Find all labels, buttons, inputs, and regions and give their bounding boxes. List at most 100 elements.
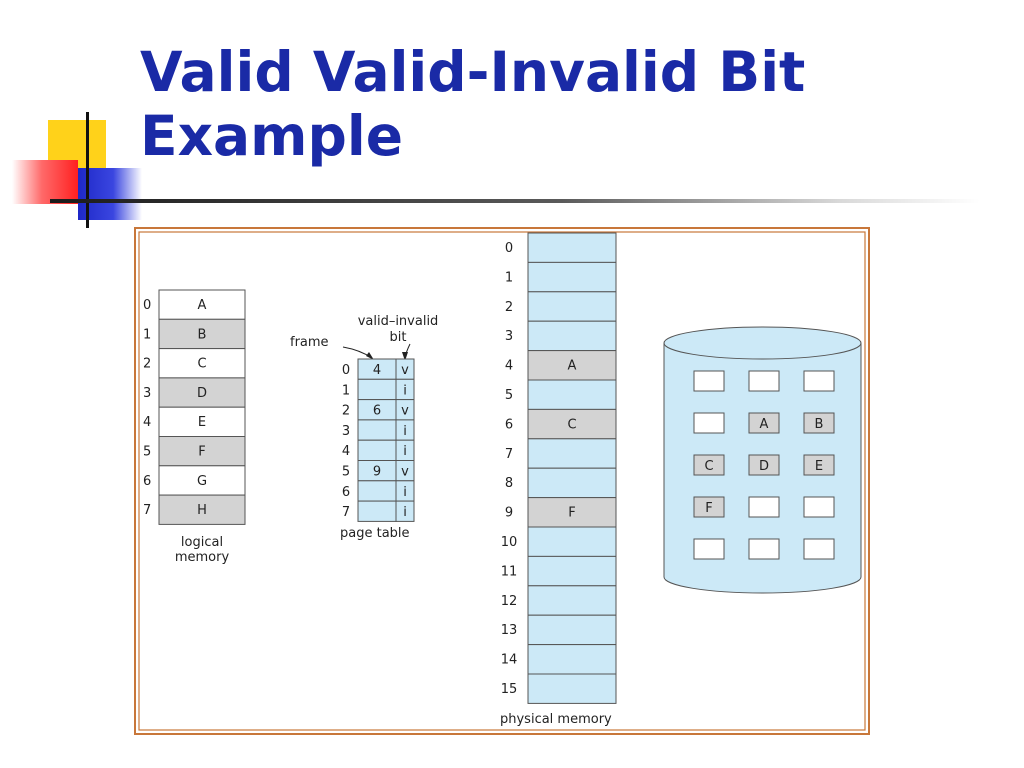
disk-page-cell <box>693 454 725 476</box>
physical-memory-label: C <box>567 417 576 432</box>
disk-page-cell <box>748 370 780 392</box>
page-table-frame: 4 <box>373 363 381 378</box>
disk-page-label: A <box>760 417 769 432</box>
physical-memory-cell <box>527 350 617 381</box>
physical-memory-cell <box>527 614 617 646</box>
disk-page-cell <box>803 496 835 518</box>
logical-memory-label-line1: logical <box>181 535 223 550</box>
logical-memory-cell <box>158 494 246 525</box>
logical-memory-cell <box>158 318 246 350</box>
disk-page-cell <box>803 454 835 476</box>
physical-memory-cell <box>527 379 617 410</box>
page-table-index: 2 <box>342 404 350 419</box>
disk-page-label: F <box>705 501 712 516</box>
physical-memory-cell <box>527 320 617 352</box>
decor-vertical-line <box>86 112 89 228</box>
disk-page-cell <box>748 538 780 560</box>
disk-top <box>663 326 862 360</box>
physical-memory-index: 10 <box>501 535 518 550</box>
figure-frame-inner <box>138 231 866 731</box>
disk-page-label: D <box>759 459 769 474</box>
physical-memory-index: 6 <box>505 417 513 432</box>
page-table-frame-cell <box>357 480 397 502</box>
physical-memory-index: 2 <box>505 300 513 315</box>
physical-memory-index: 7 <box>505 447 513 462</box>
disk-page-cell <box>748 496 780 518</box>
physical-memory-index: 1 <box>505 270 513 285</box>
disk-page-cell <box>693 538 725 560</box>
page-table-index: 0 <box>342 363 350 378</box>
disk-page-cell <box>748 454 780 476</box>
physical-memory-index: 15 <box>501 682 518 697</box>
logical-memory-label-line2: memory <box>175 550 230 565</box>
page-table-index: 7 <box>342 505 350 520</box>
page-table-bit: v <box>401 363 409 378</box>
physical-memory-index: 8 <box>505 476 513 491</box>
page-table-bit: i <box>403 485 407 500</box>
disk-page-cell <box>693 412 725 434</box>
disk-page-cell <box>693 496 725 518</box>
logical-memory-label: H <box>197 503 207 518</box>
disk-page-label: B <box>815 417 824 432</box>
page-table-index: 6 <box>342 485 350 500</box>
page-title: Valid Valid-Invalid Bit Example <box>140 40 805 168</box>
page-table-bit: v <box>401 465 409 480</box>
physical-memory-label: A <box>568 359 577 374</box>
page-table-caption: page table <box>340 526 410 541</box>
logical-memory-label: A <box>198 298 207 313</box>
logical-memory-cell <box>158 289 246 320</box>
figure-frame-outer <box>134 227 870 735</box>
decor-red-square <box>12 160 78 204</box>
logical-memory-label: C <box>197 357 206 372</box>
physical-memory-index: 14 <box>501 653 518 668</box>
physical-memory-cell <box>527 467 617 499</box>
logical-memory-label: G <box>197 474 207 489</box>
page-table-bit: i <box>403 444 407 459</box>
physical-memory-index: 3 <box>505 329 513 344</box>
physical-memory-index: 5 <box>505 388 513 403</box>
physical-memory-index: 11 <box>501 564 518 579</box>
physical-memory-index: 9 <box>505 506 513 521</box>
logical-memory-label: E <box>198 415 206 430</box>
physical-memory-index: 4 <box>505 359 513 374</box>
physical-memory-cell <box>527 526 617 557</box>
page-table-frame-cell <box>357 500 397 522</box>
logical-memory-cell <box>158 465 246 496</box>
page-table-bit: i <box>403 505 407 520</box>
physical-memory-cell <box>527 408 617 440</box>
physical-memory-cell <box>527 232 617 263</box>
physical-memory-cell <box>527 644 617 675</box>
logical-memory-cell <box>158 377 246 408</box>
page-table-frame: 6 <box>373 404 381 419</box>
frame-label: frame <box>290 335 329 350</box>
logical-memory-label: B <box>198 327 207 342</box>
logical-memory-cell <box>158 436 246 467</box>
logical-memory-cell <box>158 348 246 379</box>
logical-memory-index: 7 <box>143 503 151 518</box>
logical-memory-index: 2 <box>143 357 151 372</box>
physical-memory-cell <box>527 261 617 293</box>
disk-page-cell <box>748 412 780 434</box>
page-table-frame-cell <box>357 439 397 462</box>
logical-memory-index: 1 <box>143 327 151 342</box>
disk-page-cell <box>693 370 725 392</box>
page-table-frame: 9 <box>373 465 381 480</box>
frame-arrow-head <box>366 352 374 360</box>
physical-memory-cell <box>527 438 617 469</box>
page-table-bit: v <box>401 404 409 419</box>
title-divider <box>50 199 980 203</box>
valid-invalid-label-line2: bit <box>390 330 407 345</box>
page-table-frame-cell <box>357 378 397 401</box>
page-table-index: 5 <box>342 465 350 480</box>
valid-invalid-label-line1: valid–invalid <box>358 314 439 329</box>
disk-page-cell <box>803 412 835 434</box>
logical-memory-label: D <box>197 386 207 401</box>
title-line-1: Valid Valid-Invalid Bit <box>140 40 806 104</box>
page-table-frame-cell <box>357 419 397 441</box>
